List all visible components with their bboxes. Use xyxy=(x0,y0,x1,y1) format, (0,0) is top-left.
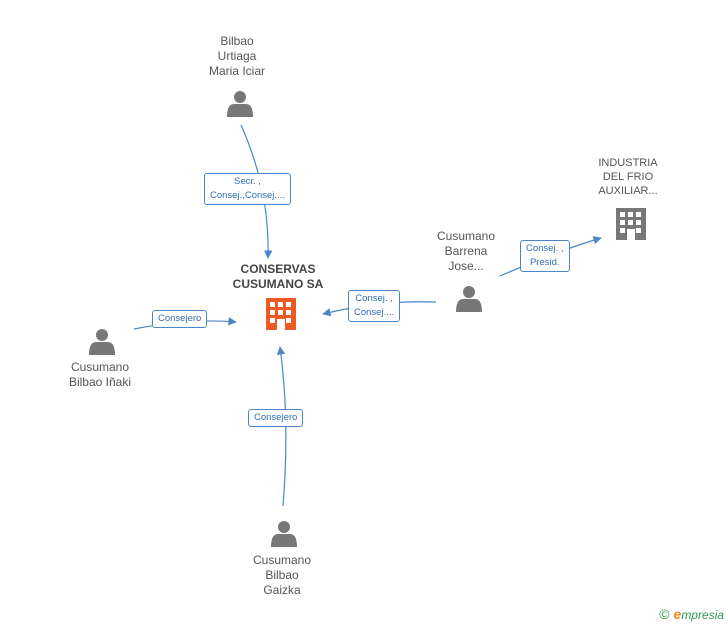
edge-label-urtiaga-main[interactable]: Secr. , Consej.,Consej.... xyxy=(204,173,291,205)
label-line: Jose... xyxy=(448,259,484,273)
edge-label-gaizka-main[interactable]: Consejero xyxy=(248,409,304,427)
label-line: Consej. , xyxy=(355,293,393,304)
person-node-cusumano-inaki-label[interactable]: Cusumano Bilbao Iñaki xyxy=(45,360,155,390)
label-line: Bilbao Iñaki xyxy=(68,375,132,389)
label-line: Consej. , xyxy=(526,243,564,254)
label-line: Secr. , xyxy=(234,176,261,187)
brand-initial: e xyxy=(673,606,682,622)
label-line: Cusumano xyxy=(436,229,496,243)
label-line: Urtiaga xyxy=(217,49,257,63)
label-line: DEL FRIO xyxy=(602,171,654,183)
edge-label-barrena-main[interactable]: Consej. , Consej.... xyxy=(348,290,401,322)
edge-label-barrena-industria[interactable]: Consej. , Presid. xyxy=(520,240,570,272)
edge-label-inaki-main[interactable]: Consejero xyxy=(152,310,208,328)
label-line: Gaizka xyxy=(263,583,301,597)
label-line: Cusumano xyxy=(70,360,130,374)
person-icon[interactable] xyxy=(89,329,115,355)
label-line: CONSERVAS xyxy=(240,262,316,276)
building-icon[interactable] xyxy=(266,298,296,330)
person-node-bilbao-urtiaga-label[interactable]: Bilbao Urtiaga Maria Iciar xyxy=(187,34,287,79)
label-line: Bilbao xyxy=(265,568,299,582)
person-node-cusumano-gaizka-label[interactable]: Cusumano Bilbao Gaizka xyxy=(232,553,332,598)
label-line: Barrena xyxy=(444,244,488,258)
label-line: CUSUMANO SA xyxy=(232,277,324,291)
label-line: Maria Iciar xyxy=(208,64,265,78)
label-line: INDUSTRIA xyxy=(598,157,658,169)
person-icon[interactable] xyxy=(271,521,297,547)
label-line: Bilbao xyxy=(220,34,254,48)
label-line: Consejero xyxy=(254,412,298,423)
person-icon[interactable] xyxy=(456,286,482,312)
building-icon[interactable] xyxy=(616,208,646,240)
company-node-main-label[interactable]: CONSERVAS CUSUMANO SA xyxy=(218,262,338,292)
brand-rest: mpresia xyxy=(681,608,724,622)
label-line: Presid. xyxy=(529,257,560,268)
company-node-industria-label[interactable]: INDUSTRIA DEL FRIO AUXILIAR... xyxy=(578,156,678,198)
copyright-symbol: © xyxy=(659,606,670,622)
person-node-cusumano-barrena-label[interactable]: Cusumano Barrena Jose... xyxy=(416,229,516,274)
label-line: Cusumano xyxy=(252,553,312,567)
label-line: AUXILIAR... xyxy=(598,185,658,197)
label-line: Consej.,Consej.... xyxy=(210,190,285,201)
person-icon[interactable] xyxy=(227,91,253,117)
label-line: Consej.... xyxy=(354,307,395,318)
footer-brand[interactable]: © empresia xyxy=(659,606,724,622)
brand-name: empresia xyxy=(674,606,724,622)
label-line: Consejero xyxy=(158,313,202,324)
